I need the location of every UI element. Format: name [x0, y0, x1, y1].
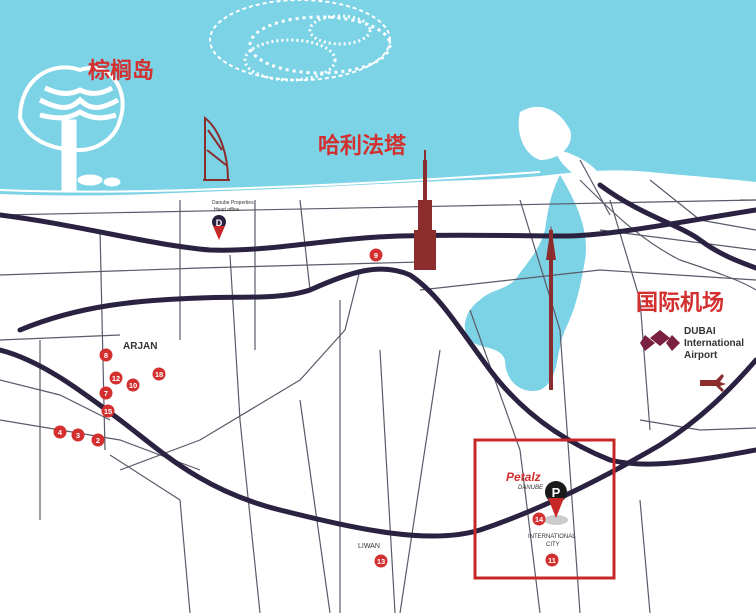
burj-label: 哈利法塔	[318, 133, 407, 158]
airplane-icon	[700, 374, 726, 392]
project-marker-13[interactable]: 13	[374, 554, 388, 568]
marker-number: 12	[112, 374, 120, 383]
arjan-label: ARJAN	[123, 341, 157, 352]
creek-harbour	[518, 106, 600, 180]
marker-circle	[53, 425, 67, 439]
project-marker-10[interactable]: 10	[126, 378, 140, 392]
marker-circle	[126, 378, 140, 392]
head-office-line1: Danube Properties	[212, 200, 254, 206]
marker-number: 15	[104, 407, 112, 416]
marker-number: 7	[104, 389, 108, 398]
marker-circle	[101, 404, 115, 418]
project-marker-12[interactable]: 12	[109, 371, 123, 385]
project-markers: 9 8 12 10 18 7 15 4 3 2 14 11 13	[53, 248, 559, 568]
project-marker-9[interactable]: 9	[369, 248, 383, 262]
airport-logo-icon	[640, 330, 680, 351]
burj-khalifa-icon	[414, 150, 436, 270]
marker-number: 13	[377, 557, 385, 566]
marker-number: 2	[96, 436, 100, 445]
dubai-creek	[464, 175, 586, 391]
petalz-sub-label: DANUBE	[518, 485, 544, 491]
airport-cn-label: 国际机场	[636, 290, 724, 315]
airport-en-line1: DUBAI	[684, 326, 716, 337]
marker-circle	[71, 428, 85, 442]
liwan-label: LIWAN	[358, 543, 380, 550]
international-city-line1: INTERNATIONAL	[528, 534, 576, 540]
project-marker-14[interactable]: 14	[532, 512, 546, 526]
marker-number: 4	[58, 428, 63, 437]
project-marker-4[interactable]: 4	[53, 425, 67, 439]
minor-roads	[0, 159, 756, 613]
marker-circle	[152, 367, 166, 381]
marker-number: 8	[104, 351, 108, 360]
project-marker-11[interactable]: 11	[545, 553, 559, 567]
petalz-highlight-box	[473, 438, 616, 580]
burj-al-arab-icon	[203, 115, 230, 181]
marker-circle	[91, 433, 105, 447]
marker-circle	[545, 553, 559, 567]
airport-en-line2: International	[684, 338, 744, 349]
marker-number: 18	[155, 370, 163, 379]
world-islands	[209, 0, 392, 82]
palm-jumeirah-island	[17, 65, 125, 191]
marker-number: 11	[548, 556, 556, 565]
danube-letter: D	[216, 218, 223, 228]
marker-circle	[99, 386, 113, 400]
parking-letter: P	[552, 485, 561, 500]
project-marker-18[interactable]: 18	[152, 367, 166, 381]
petalz-location-pin[interactable]: P	[544, 481, 568, 525]
head-office-line2: Head office	[214, 207, 239, 213]
major-highways	[0, 182, 756, 539]
project-marker-8[interactable]: 8	[99, 348, 113, 362]
marker-number: 3	[76, 431, 80, 440]
creek-tower-icon	[546, 225, 556, 390]
palm-island-label: 棕榈岛	[88, 58, 154, 83]
marker-circle	[532, 512, 546, 526]
project-marker-2[interactable]: 2	[91, 433, 105, 447]
marker-circle	[109, 371, 123, 385]
head-office-pin: D	[212, 215, 226, 240]
marker-circle	[99, 348, 113, 362]
coastline	[0, 171, 541, 193]
marker-circle	[369, 248, 383, 262]
marker-circle	[374, 554, 388, 568]
project-marker-7[interactable]: 7	[99, 386, 113, 400]
project-marker-15[interactable]: 15	[101, 404, 115, 418]
marker-number: 10	[129, 381, 137, 390]
petalz-brand-label: Petalz	[506, 470, 541, 484]
marker-number: 9	[374, 251, 378, 260]
project-marker-3[interactable]: 3	[71, 428, 85, 442]
marker-number: 14	[535, 515, 544, 524]
international-city-line2: CITY	[546, 542, 560, 548]
airport-en-line3: Airport	[684, 350, 718, 361]
